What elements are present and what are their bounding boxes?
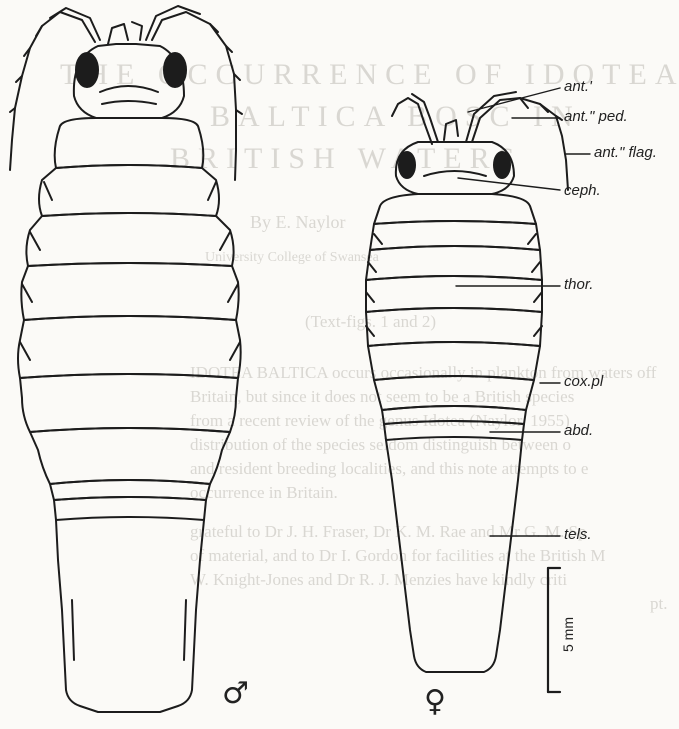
- label-ceph: ceph.: [564, 182, 601, 199]
- female-thorax-seg-5: [366, 308, 542, 346]
- female-thorax-seg-3: [366, 246, 542, 280]
- leader-lines: [456, 88, 590, 536]
- label-cox-pl: cox.pl: [564, 373, 603, 390]
- male-left-eye: [76, 53, 98, 87]
- label-abd: abd.: [564, 422, 593, 439]
- label-tels: tels.: [564, 526, 592, 543]
- male-antenna-right: [152, 12, 236, 180]
- male-thorax-seg-5: [18, 316, 241, 378]
- female-thorax-seg-1: [374, 194, 536, 224]
- female-symbol: ♀: [424, 684, 446, 719]
- male-telson: [56, 520, 204, 712]
- label-thor: thor.: [564, 276, 593, 293]
- female-thorax-seg-7: [374, 376, 534, 410]
- male-antenna-left: [10, 12, 95, 170]
- female-right-eye: [494, 152, 510, 178]
- male-right-eye: [164, 53, 186, 87]
- male-thorax-seg-6: [20, 374, 238, 432]
- male-thorax-seg-2: [39, 165, 219, 216]
- male-symbol: ♂: [222, 676, 249, 711]
- male-thorax-seg-4: [21, 263, 238, 320]
- female-thorax-seg-4: [366, 276, 542, 312]
- female-telson: [386, 440, 522, 672]
- male-thorax-seg-7: [30, 428, 230, 484]
- male-thorax-seg-3: [26, 213, 233, 266]
- scale-bar: [548, 568, 560, 692]
- male-specimen: [10, 6, 242, 712]
- scale-bar-label: 5 mm: [560, 617, 576, 652]
- label-ant2-flag: ant." flag.: [594, 144, 657, 161]
- male-thorax-seg-1: [55, 118, 204, 168]
- female-left-eye: [399, 152, 415, 178]
- label-ant2-ped: ant." ped.: [564, 108, 628, 125]
- label-ant1: ant.': [564, 78, 592, 95]
- female-thorax-seg-6: [368, 342, 540, 380]
